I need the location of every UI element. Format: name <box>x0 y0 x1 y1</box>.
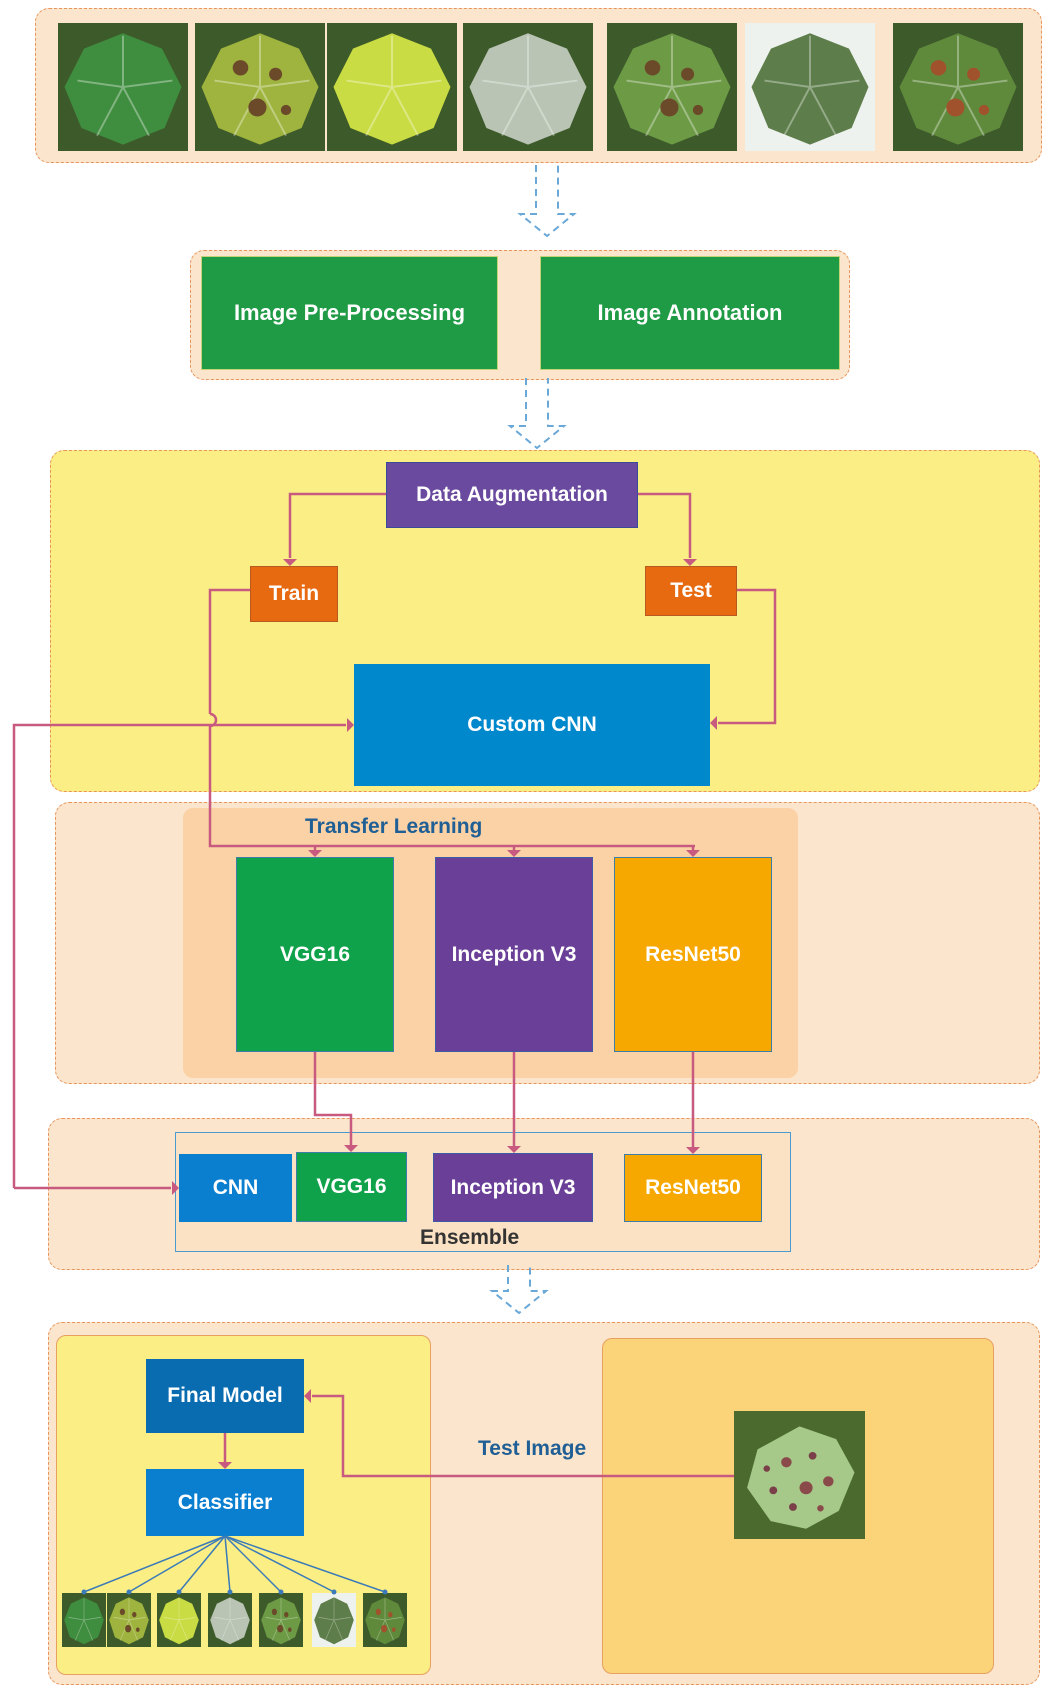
flow-arrow-samples-to-preprocessing <box>517 165 577 238</box>
ensemble-vgg16-box: VGG16 <box>296 1152 407 1222</box>
custom-cnn-label: Custom CNN <box>467 713 597 736</box>
classified-scorched-leaf-image <box>363 1593 407 1647</box>
classified-spotted-leaf-image <box>107 1593 151 1647</box>
ensemble-cnn-label: CNN <box>212 1176 259 1199</box>
test-leaf-image <box>734 1411 865 1539</box>
ensemble-vgg16-label: VGG16 <box>316 1175 387 1198</box>
final-model-label: Final Model <box>167 1384 283 1407</box>
ensemble-cnn-box: CNN <box>179 1154 292 1222</box>
inception-v3-label: Inception V3 <box>451 942 577 966</box>
resnet50-box: ResNet50 <box>614 857 772 1052</box>
image-annotation-box: Image Annotation <box>540 256 840 370</box>
sample-blight-leaf-image <box>607 23 737 151</box>
data-augmentation-box: Data Augmentation <box>386 462 638 528</box>
sample-mildew-leaf-image <box>463 23 593 151</box>
flow-arrow-preprocessing-to-augmentation <box>507 378 567 450</box>
image-preprocessing-label: Image Pre-Processing <box>233 300 466 325</box>
custom-cnn-box: Custom CNN <box>354 664 710 786</box>
test-image-title: Test Image <box>478 1437 587 1460</box>
classified-curl-leaf-image <box>312 1593 356 1647</box>
ensemble-title: Ensemble <box>420 1226 520 1249</box>
transfer-learning-title: Transfer Learning <box>305 815 483 838</box>
classifier-box: Classifier <box>146 1469 304 1536</box>
train-label: Train <box>268 582 320 605</box>
resnet50-label: ResNet50 <box>645 942 741 966</box>
image-annotation-label: Image Annotation <box>597 300 783 325</box>
sample-yellow-leaf-image <box>327 23 457 151</box>
sample-healthy-leaf-image <box>58 23 188 151</box>
image-preprocessing-box: Image Pre-Processing <box>201 256 498 370</box>
sample-scorched-leaf-image <box>893 23 1023 151</box>
final-model-box: Final Model <box>146 1359 304 1433</box>
ensemble-resnet50-box: ResNet50 <box>624 1154 762 1222</box>
classifier-label: Classifier <box>177 1490 273 1514</box>
classified-healthy-leaf-image <box>62 1593 106 1647</box>
vgg16-box: VGG16 <box>236 857 394 1052</box>
ensemble-inception-v3-label: Inception V3 <box>450 1175 576 1199</box>
classified-blight-leaf-image <box>259 1593 303 1647</box>
classified-mildew-leaf-image <box>208 1593 252 1647</box>
train-box: Train <box>250 566 338 622</box>
classified-yellow-leaf-image <box>157 1593 201 1647</box>
inception-v3-box: Inception V3 <box>435 857 593 1052</box>
data-augmentation-label: Data Augmentation <box>416 483 608 506</box>
test-label: Test <box>670 579 712 602</box>
sample-curl-leaf-image <box>745 23 875 151</box>
flow-arrow-ensemble-to-final <box>489 1265 549 1315</box>
sample-spotted-leaf-image <box>195 23 325 151</box>
ensemble-inception-v3-box: Inception V3 <box>433 1153 593 1222</box>
vgg16-label: VGG16 <box>279 942 351 966</box>
ensemble-resnet50-label: ResNet50 <box>645 1176 741 1199</box>
test-box: Test <box>645 566 737 616</box>
